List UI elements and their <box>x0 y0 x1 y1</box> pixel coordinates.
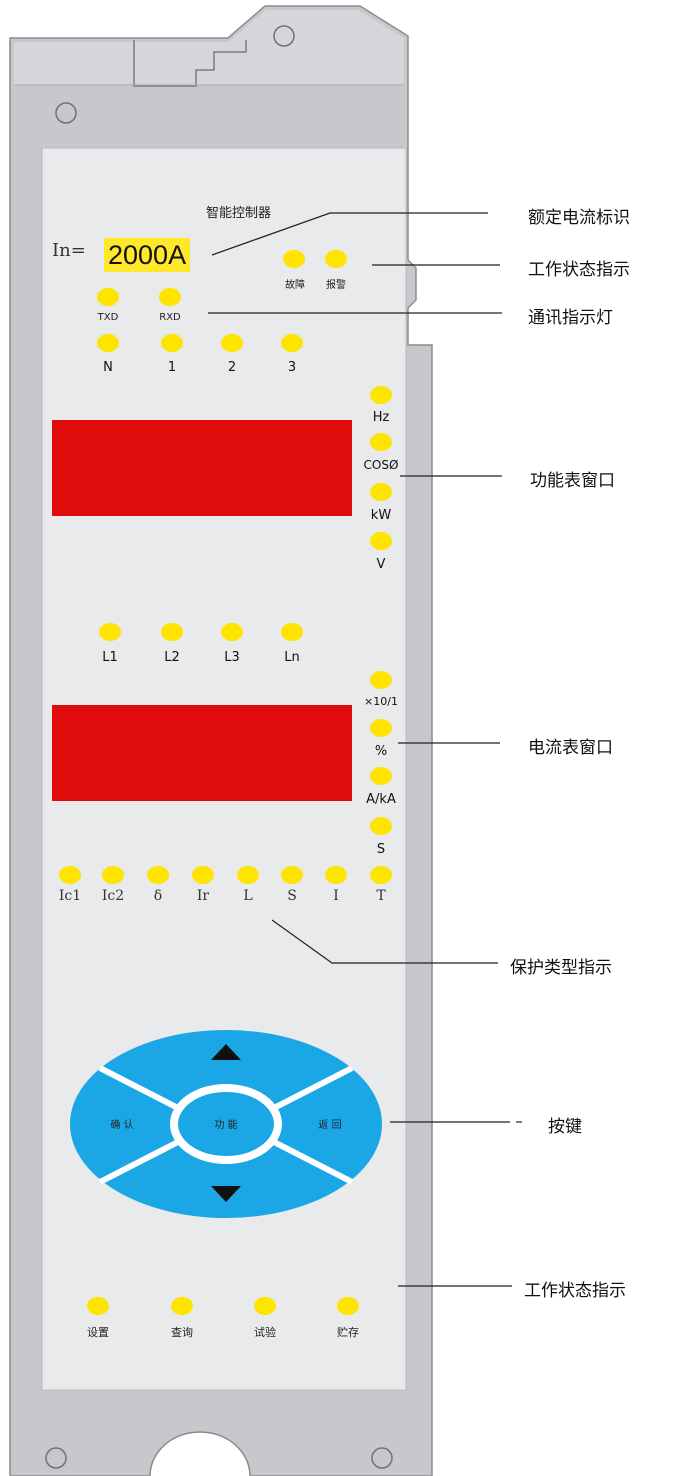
line-label-l2: L2 <box>164 650 180 665</box>
kw-led <box>370 483 392 501</box>
query-label: 查询 <box>171 1326 193 1339</box>
mounting-hole-bottom-left <box>45 1447 67 1469</box>
mounting-hole-top-left <box>55 102 77 124</box>
mounting-clip <box>133 40 247 87</box>
line-label-l1: L1 <box>102 650 118 665</box>
function-display <box>52 420 352 516</box>
cos-led <box>370 433 392 451</box>
annotation-protection-type: 保护类型指示 <box>510 958 612 978</box>
x10-led <box>370 671 392 689</box>
function-button[interactable]: 功 能 <box>214 1120 238 1131</box>
line-led-ln <box>281 623 303 641</box>
down-arrow-icon <box>211 1186 241 1202</box>
txd-label: TXD <box>97 312 119 323</box>
line-led-l3 <box>221 623 243 641</box>
line-led-l1 <box>99 623 121 641</box>
cos-label: COSØ <box>363 458 399 472</box>
aka-label: A/kA <box>366 792 396 807</box>
percent-label: % <box>374 744 388 759</box>
rxd-label: RXD <box>159 312 181 323</box>
keypad[interactable] <box>70 1030 382 1218</box>
line-led-l2 <box>161 623 183 641</box>
s-label: S <box>376 842 386 857</box>
return-button[interactable]: 返 回 <box>318 1120 342 1131</box>
kw-label: kW <box>370 508 392 523</box>
phase-led-2 <box>221 334 243 352</box>
protection-led-ic2 <box>102 866 124 884</box>
protection-label-delta: δ <box>153 888 163 904</box>
annotation-current-window: 电流表窗口 <box>528 738 613 758</box>
mounting-hole-top-right <box>273 25 295 47</box>
annotation-work-status-top: 工作状态指示 <box>528 260 630 280</box>
storage-led <box>337 1297 359 1315</box>
annotation-function-window: 功能表窗口 <box>530 471 615 491</box>
leader-protection <box>271 919 498 964</box>
protection-label-s: S <box>287 888 297 904</box>
leader-lines <box>208 212 522 1287</box>
protection-label-l: L <box>243 888 253 904</box>
annotation-comm: 通讯指示灯 <box>528 308 613 328</box>
phase-led-1 <box>161 334 183 352</box>
phase-label-3: 3 <box>287 360 297 375</box>
annotation-rated-current: 额定电流标识 <box>528 208 630 228</box>
x10-label: ×10/1 <box>364 695 398 708</box>
hz-led <box>370 386 392 404</box>
phase-led-n <box>97 334 119 352</box>
v-led <box>370 532 392 550</box>
up-button[interactable] <box>196 1036 256 1076</box>
s-led <box>370 817 392 835</box>
led-group <box>59 250 392 1315</box>
up-arrow-icon <box>211 1044 241 1060</box>
query-led <box>171 1297 193 1315</box>
protection-label-ic1: Ic1 <box>58 888 82 904</box>
current-display <box>52 705 352 801</box>
phase-label-2: 2 <box>227 360 237 375</box>
fault-led <box>283 250 305 268</box>
function-key-ring <box>170 1084 282 1164</box>
fault-label: 故障 <box>285 280 305 291</box>
down-button[interactable] <box>196 1172 256 1212</box>
protection-led-l <box>237 866 259 884</box>
phase-label-1: 1 <box>167 360 177 375</box>
protection-label-t: T <box>376 888 386 904</box>
storage-label: 贮存 <box>337 1326 359 1339</box>
protection-led-s <box>281 866 303 884</box>
akа-led <box>370 767 392 785</box>
rxd-led <box>159 288 181 306</box>
protection-label-ic2: Ic2 <box>101 888 125 904</box>
protection-led-t <box>370 866 392 884</box>
protection-led-i <box>325 866 347 884</box>
protection-led-ir <box>192 866 214 884</box>
setting-label: 设置 <box>87 1326 109 1339</box>
v-label: V <box>376 557 386 572</box>
leader-rated-current <box>211 212 488 256</box>
device-title: 智能控制器 <box>206 206 272 221</box>
alarm-label: 报警 <box>326 280 346 291</box>
protection-led-delta <box>147 866 169 884</box>
mounting-hole-bottom-right <box>371 1447 393 1469</box>
annotation-work-status-bottom: 工作状态指示 <box>524 1281 626 1301</box>
protection-label-ir: Ir <box>196 888 210 904</box>
test-label: 试验 <box>254 1326 276 1339</box>
txd-led <box>97 288 119 306</box>
keypad-body <box>70 1030 382 1218</box>
percent-led <box>370 719 392 737</box>
hz-label: Hz <box>372 410 390 425</box>
rated-current-prefix: In= <box>52 240 86 261</box>
alarm-led <box>325 250 347 268</box>
bottom-slot <box>149 1431 251 1476</box>
setting-led <box>87 1297 109 1315</box>
line-label-ln: Ln <box>284 650 300 665</box>
line-label-l3: L3 <box>224 650 240 665</box>
annotation-keypad: 按键 <box>548 1117 582 1137</box>
rated-current-value: 2000A <box>104 238 191 272</box>
phase-label-n: N <box>103 360 113 375</box>
protection-led-ic1 <box>59 866 81 884</box>
confirm-button[interactable]: 确 认 <box>110 1120 134 1131</box>
test-led <box>254 1297 276 1315</box>
protection-label-i: I <box>333 888 339 904</box>
phase-led-3 <box>281 334 303 352</box>
